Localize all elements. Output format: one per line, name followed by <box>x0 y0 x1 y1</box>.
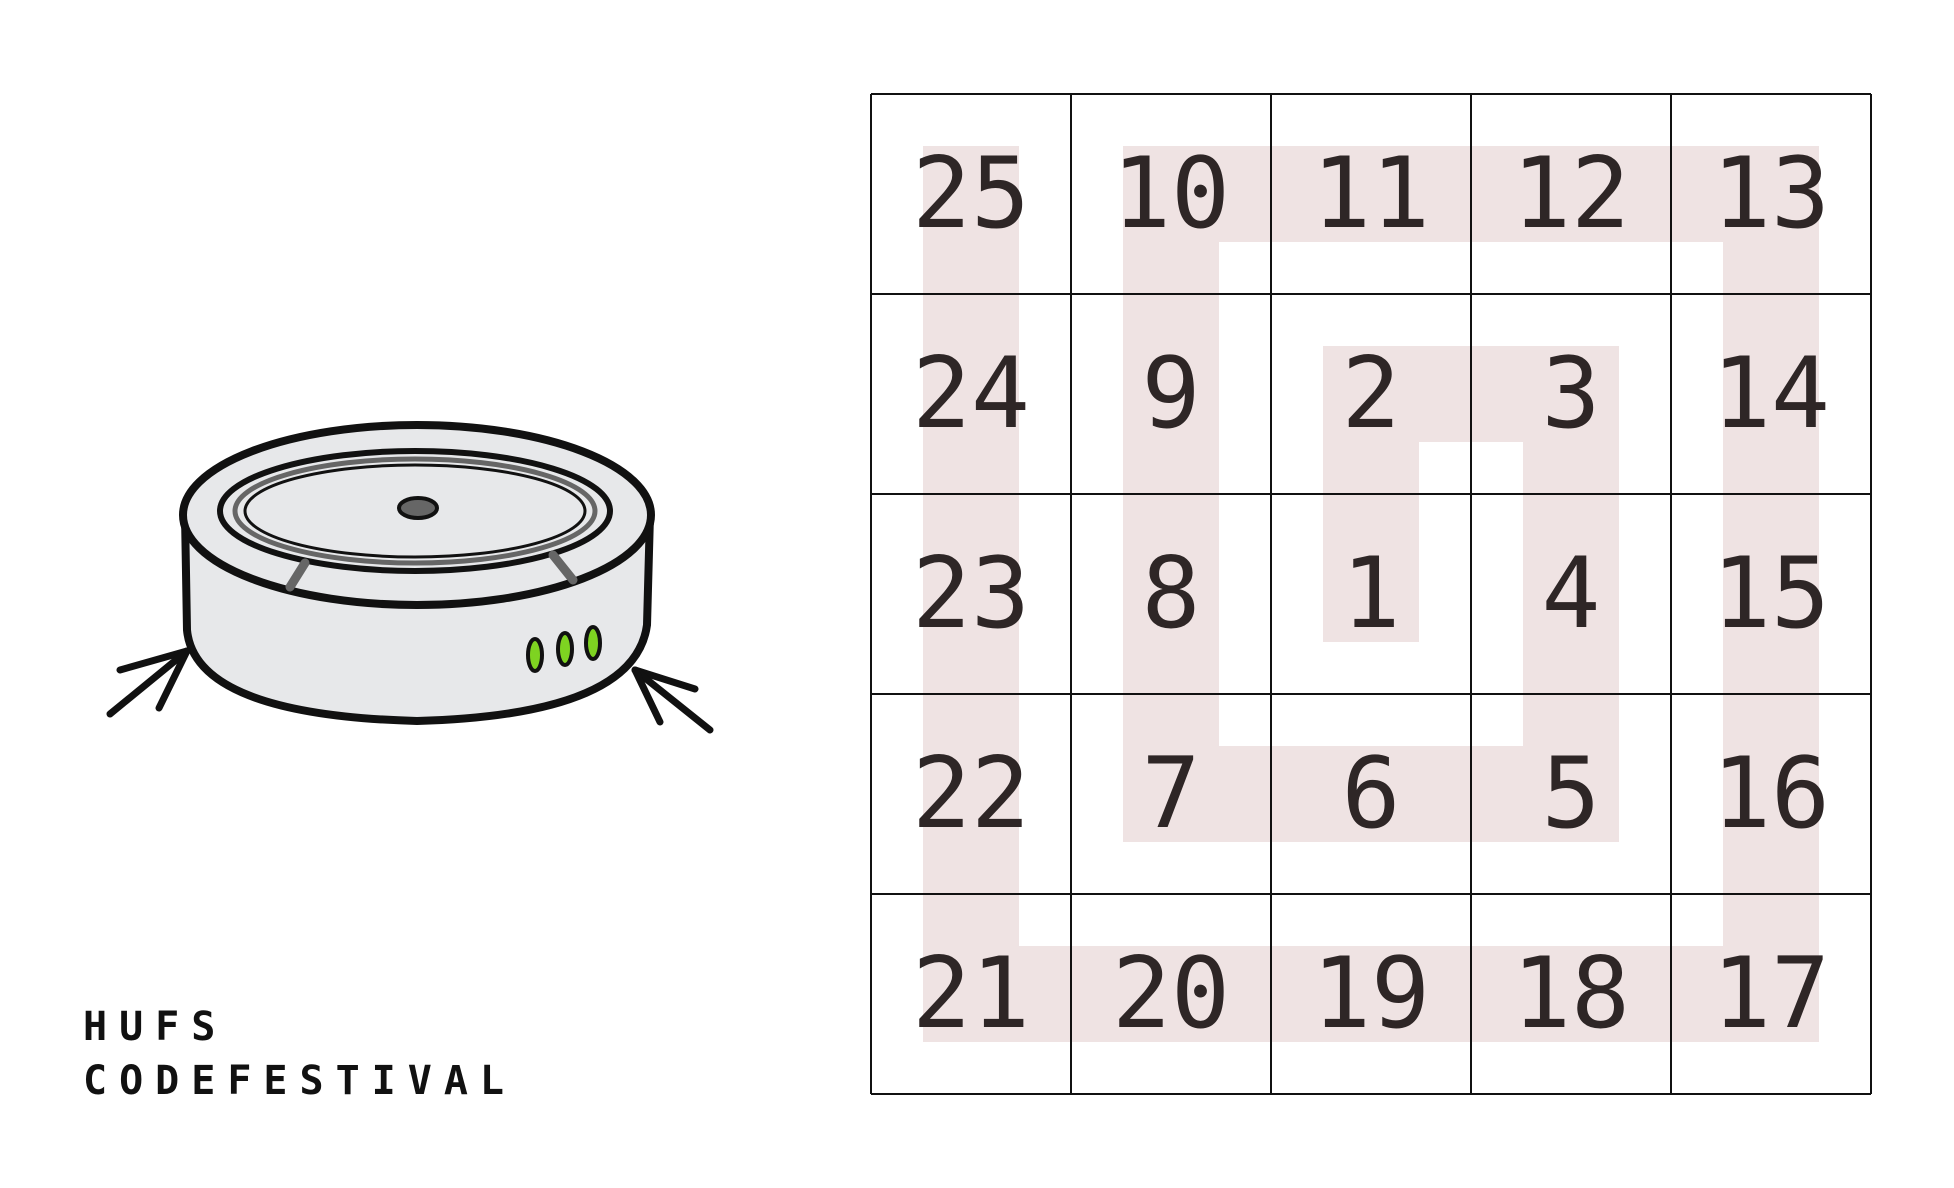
grid-cell-number: 23 <box>912 537 1030 651</box>
grid-cell-number: 2 <box>1341 337 1400 451</box>
grid-cell-number: 1 <box>1341 537 1400 651</box>
grid-cell-number: 3 <box>1541 337 1600 451</box>
grid-cell-number: 6 <box>1341 737 1400 851</box>
grid-cell-number: 16 <box>1712 737 1830 851</box>
grid-cell-number: 15 <box>1712 537 1830 651</box>
grid-cell-number: 13 <box>1712 137 1830 251</box>
brand-line-2: CODEFESTIVAL <box>83 1058 516 1104</box>
path-node <box>923 146 1019 242</box>
robot-vacuum-icon <box>106 421 714 734</box>
grid-cell-number: 10 <box>1112 137 1230 251</box>
grid-cell-number: 11 <box>1312 137 1430 251</box>
grid-cell-number: 20 <box>1112 937 1230 1051</box>
grid-cell-number: 19 <box>1312 937 1430 1051</box>
grid-cell-number: 4 <box>1541 537 1600 651</box>
grid-cell-number: 8 <box>1141 537 1200 651</box>
grid-cell-number: 21 <box>912 937 1030 1051</box>
grid-cell-number: 9 <box>1141 337 1200 451</box>
grid-cell-number: 18 <box>1512 937 1630 1051</box>
grid-cell-number: 5 <box>1541 737 1600 851</box>
grid-cell-number: 24 <box>912 337 1030 451</box>
grid-cell-number: 17 <box>1712 937 1830 1051</box>
brand-logo: HUFS CODEFESTIVAL <box>83 1000 516 1108</box>
grid-cell-number: 7 <box>1141 737 1200 851</box>
grid-cell-number: 14 <box>1712 337 1830 451</box>
grid-cell-number: 25 <box>912 137 1030 251</box>
grid-lines <box>870 93 1872 1095</box>
grid-cell-number: 12 <box>1512 137 1630 251</box>
brand-line-1: HUFS <box>83 1004 228 1050</box>
grid-cell-number: 22 <box>912 737 1030 851</box>
